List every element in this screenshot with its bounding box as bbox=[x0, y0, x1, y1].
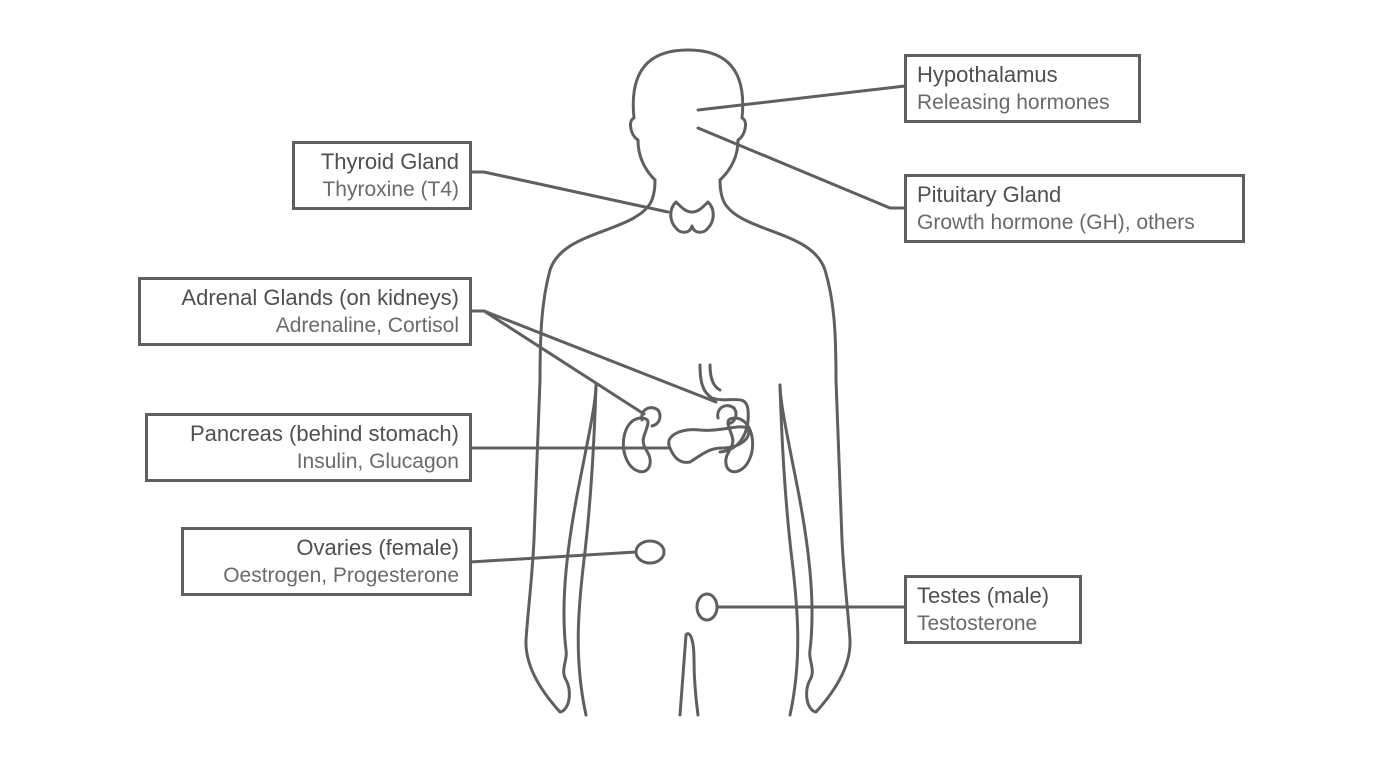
right-adrenal bbox=[716, 404, 738, 426]
label-ovaries-name: Ovaries (female) bbox=[296, 535, 459, 560]
label-ovaries-hormone: Oestrogen, Progesterone bbox=[223, 564, 459, 587]
label-adrenal: Adrenal Glands (on kidneys) Adrenaline, … bbox=[138, 277, 472, 346]
esophagus bbox=[698, 363, 750, 454]
pancreas bbox=[667, 425, 751, 464]
label-pancreas-hormone: Insulin, Glucagon bbox=[296, 450, 459, 473]
thyroid-gland bbox=[669, 200, 715, 234]
label-hypothalamus-name: Hypothalamus bbox=[917, 62, 1058, 87]
testis bbox=[695, 592, 719, 622]
leader-hypothalamus bbox=[696, 84, 907, 112]
left-adrenal bbox=[640, 406, 662, 428]
label-adrenal-hormone: Adrenaline, Cortisol bbox=[275, 314, 459, 337]
label-pancreas: Pancreas (behind stomach) Insulin, Gluca… bbox=[145, 413, 472, 482]
label-pituitary-name: Pituitary Gland bbox=[917, 182, 1062, 207]
label-pituitary-hormone: Growth hormone (GH), others bbox=[917, 211, 1195, 234]
leader-pituitary bbox=[696, 126, 907, 210]
label-ovaries: Ovaries (female) Oestrogen, Progesterone bbox=[181, 527, 472, 596]
leader-adrenal-right bbox=[482, 309, 718, 404]
ovary bbox=[634, 539, 666, 565]
label-adrenal-name: Adrenal Glands (on kidneys) bbox=[181, 285, 459, 310]
label-thyroid-name: Thyroid Gland bbox=[320, 149, 459, 174]
label-testes: Testes (male) Testosterone bbox=[904, 575, 1082, 644]
label-hypothalamus-hormone: Releasing hormones bbox=[917, 91, 1110, 114]
left-leg bbox=[678, 632, 700, 717]
right-arm-inner bbox=[778, 383, 800, 717]
left-kidney bbox=[621, 416, 652, 474]
label-testes-hormone: Testosterone bbox=[917, 612, 1038, 635]
left-arm-inner bbox=[576, 383, 598, 717]
label-pancreas-name: Pancreas (behind stomach) bbox=[189, 421, 459, 446]
body-outline-right bbox=[718, 178, 852, 714]
label-pituitary: Pituitary Gland Growth hormone (GH), oth… bbox=[904, 174, 1245, 243]
esophagus-inner bbox=[708, 363, 722, 392]
label-hypothalamus: Hypothalamus Releasing hormones bbox=[904, 54, 1141, 123]
leader-thyroid bbox=[468, 170, 670, 214]
label-thyroid-hormone: Thyroxine (T4) bbox=[322, 178, 459, 201]
label-thyroid: Thyroid Gland Thyroxine (T4) bbox=[292, 141, 472, 210]
head-outline bbox=[629, 48, 747, 182]
body-outline bbox=[524, 178, 657, 714]
leader-ovaries bbox=[468, 550, 638, 564]
label-testes-name: Testes (male) bbox=[917, 583, 1050, 608]
